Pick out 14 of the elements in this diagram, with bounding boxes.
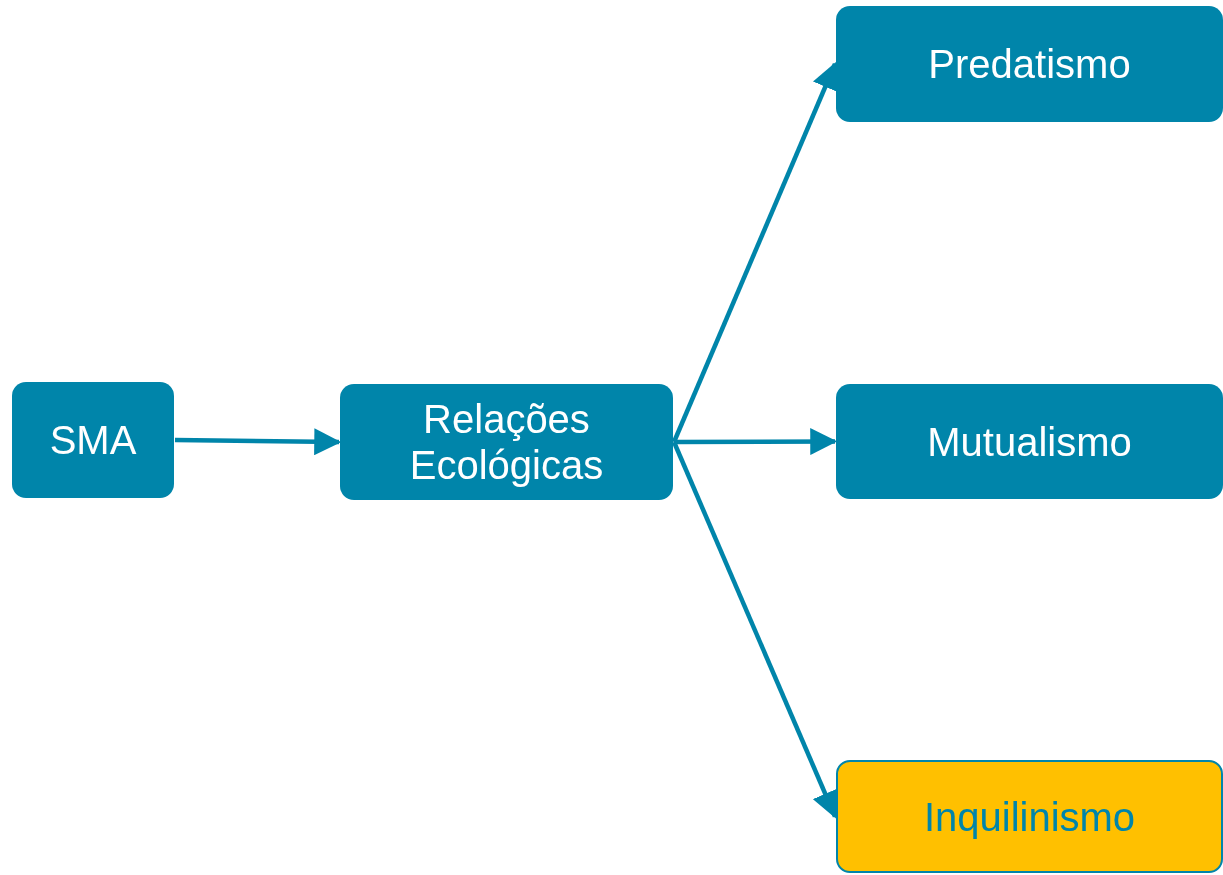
box-label: Mutualismo bbox=[927, 418, 1132, 465]
box-label: Predatismo bbox=[928, 41, 1131, 87]
process-box bbox=[12, 382, 174, 498]
process-box bbox=[836, 6, 1223, 122]
box-label: Relações Ecológicas bbox=[408, 396, 605, 488]
box-label: Inquilinismo bbox=[923, 793, 1136, 840]
arrow bbox=[174, 428, 342, 456]
process-box bbox=[340, 384, 673, 500]
box-label: SMA bbox=[49, 417, 137, 463]
process-box bbox=[836, 760, 1223, 873]
process-box bbox=[836, 384, 1223, 499]
arrow bbox=[671, 61, 838, 443]
arrow bbox=[671, 441, 838, 819]
arrow bbox=[674, 428, 838, 456]
